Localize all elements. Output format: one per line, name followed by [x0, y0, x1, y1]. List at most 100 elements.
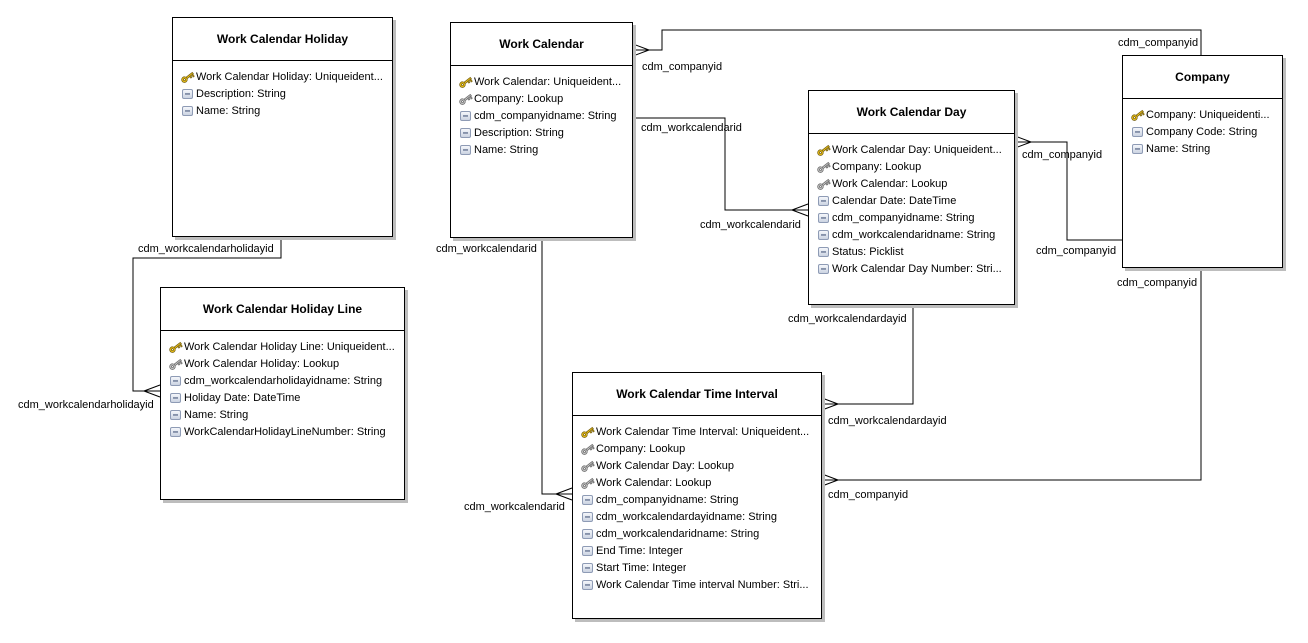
- entity-field[interactable]: Company: Lookup: [457, 90, 628, 107]
- entity-field[interactable]: cdm_companyidname: String: [579, 491, 817, 508]
- field-label: Name: String: [474, 143, 539, 156]
- entity-field[interactable]: WorkCalendarHolidayLineNumber: String: [167, 423, 400, 440]
- entity-field[interactable]: Work Calendar Day: Lookup: [579, 457, 817, 474]
- foreign-key-icon: [815, 160, 832, 174]
- relationship-label: cdm_companyid: [1117, 277, 1198, 289]
- entity-field[interactable]: Calendar Date: DateTime: [815, 192, 1010, 209]
- entity-field[interactable]: Work Calendar: Lookup: [815, 175, 1010, 192]
- entity-field[interactable]: Name: String: [179, 102, 388, 119]
- entity-title: Work Calendar Holiday: [173, 18, 392, 61]
- connector-time-interval-company: [822, 268, 1202, 481]
- field-label: cdm_workcalendardayidname: String: [596, 510, 777, 523]
- entity-field[interactable]: cdm_workcalendardayidname: String: [579, 508, 817, 525]
- entity-field[interactable]: Company: Lookup: [815, 158, 1010, 175]
- entity-title: Company: [1123, 56, 1282, 99]
- entity-field[interactable]: Holiday Date: DateTime: [167, 389, 400, 406]
- entity-field[interactable]: Work Calendar Day: Uniqueident...: [815, 141, 1010, 158]
- entity-field[interactable]: cdm_companyidname: String: [457, 107, 628, 124]
- entity-field-list: Work Calendar Day: Uniqueident...Company…: [809, 134, 1014, 277]
- foreign-key-icon: [167, 357, 184, 371]
- primary-key-icon: [579, 425, 596, 439]
- entity-work-calendar-holiday[interactable]: Work Calendar Holiday Work Calendar Holi…: [172, 17, 393, 237]
- relationship-label: cdm_workcalendarid: [700, 219, 801, 231]
- field-label: Holiday Date: DateTime: [184, 391, 301, 404]
- field-label: End Time: Integer: [596, 544, 683, 557]
- attribute-icon: [167, 426, 184, 437]
- entity-work-calendar[interactable]: Work Calendar Work Calendar: Uniqueident…: [450, 22, 633, 238]
- entity-field[interactable]: Work Calendar Day Number: Stri...: [815, 260, 1010, 277]
- field-label: Work Calendar Time interval Number: Stri…: [596, 578, 809, 591]
- crow-foot: [632, 43, 650, 57]
- entity-field[interactable]: Work Calendar: Lookup: [579, 474, 817, 491]
- entity-field[interactable]: Work Calendar: Uniqueident...: [457, 73, 628, 90]
- foreign-key-icon: [579, 442, 596, 456]
- attribute-icon: [457, 110, 474, 121]
- relationship-label: cdm_workcalendardayid: [788, 313, 907, 325]
- attribute-icon: [457, 144, 474, 155]
- attribute-icon: [1129, 143, 1146, 154]
- entity-field[interactable]: cdm_workcalendaridname: String: [579, 525, 817, 542]
- relationship-label: cdm_companyid: [1118, 37, 1199, 49]
- field-label: cdm_companyidname: String: [474, 109, 617, 122]
- field-label: Work Calendar: Lookup: [832, 177, 948, 190]
- attribute-icon: [167, 392, 184, 403]
- entity-work-calendar-day[interactable]: Work Calendar Day Work Calendar Day: Uni…: [808, 90, 1015, 305]
- attribute-icon: [579, 511, 596, 522]
- entity-field[interactable]: Status: Picklist: [815, 243, 1010, 260]
- entity-company[interactable]: Company Company: Uniqueidenti... Company …: [1122, 55, 1283, 268]
- primary-key-icon: [179, 70, 196, 84]
- attribute-icon: [457, 127, 474, 138]
- entity-field[interactable]: Company: Lookup: [579, 440, 817, 457]
- field-label: Work Calendar Day Number: Stri...: [832, 262, 1002, 275]
- entity-work-calendar-time-interval[interactable]: Work Calendar Time Interval Work Calenda…: [572, 372, 822, 619]
- foreign-key-icon: [815, 177, 832, 191]
- crow-foot: [555, 487, 573, 501]
- entity-field[interactable]: Work Calendar Holiday: Lookup: [167, 355, 400, 372]
- field-label: Company: Uniqueidenti...: [1146, 108, 1270, 121]
- entity-field[interactable]: Start Time: Integer: [579, 559, 817, 576]
- entity-field-list: Work Calendar: Uniqueident... Company: Lo…: [451, 66, 632, 158]
- entity-field[interactable]: Company Code: String: [1129, 123, 1278, 140]
- entity-field[interactable]: cdm_workcalendaridname: String: [815, 226, 1010, 243]
- relationship-label: cdm_workcalendarid: [641, 122, 742, 134]
- primary-key-icon: [815, 143, 832, 157]
- crow-foot: [143, 384, 161, 398]
- field-label: Name: String: [196, 104, 261, 117]
- entity-field[interactable]: Work Calendar Holiday Line: Uniqueident.…: [167, 338, 400, 355]
- entity-field[interactable]: Work Calendar Time Interval: Uniqueident…: [579, 423, 817, 440]
- entity-field-list: Work Calendar Time Interval: Uniqueident…: [573, 416, 821, 593]
- entity-field[interactable]: Description: String: [179, 85, 388, 102]
- relationship-label: cdm_companyid: [1022, 149, 1103, 161]
- entity-work-calendar-holiday-line[interactable]: Work Calendar Holiday Line Work Calendar…: [160, 287, 405, 500]
- relationship-label: cdm_companyid: [828, 489, 909, 501]
- attribute-icon: [579, 528, 596, 539]
- attribute-icon: [167, 409, 184, 420]
- field-label: Work Calendar: Uniqueident...: [474, 75, 622, 88]
- connector-work-calendar-day-work-calendar: [633, 117, 808, 211]
- entity-field[interactable]: cdm_companyidname: String: [815, 209, 1010, 226]
- entity-field[interactable]: Description: String: [457, 124, 628, 141]
- entity-field[interactable]: Work Calendar Time interval Number: Stri…: [579, 576, 817, 593]
- attribute-icon: [815, 195, 832, 206]
- field-label: Start Time: Integer: [596, 561, 687, 574]
- crow-foot: [1014, 135, 1032, 149]
- connector-work-calendar-company: [633, 29, 1202, 55]
- entity-field[interactable]: Name: String: [1129, 140, 1278, 157]
- field-label: Work Calendar Holiday: Uniqueident...: [196, 70, 383, 83]
- entity-title: Work Calendar Holiday Line: [161, 288, 404, 331]
- entity-field-list: Work Calendar Holiday Line: Uniqueident.…: [161, 331, 404, 440]
- attribute-icon: [1129, 126, 1146, 137]
- entity-field[interactable]: cdm_workcalendarholidayidname: String: [167, 372, 400, 389]
- entity-field[interactable]: Company: Uniqueidenti...: [1129, 106, 1278, 123]
- field-label: cdm_companyidname: String: [832, 211, 975, 224]
- entity-field[interactable]: Name: String: [167, 406, 400, 423]
- field-label: Company: Lookup: [474, 92, 564, 105]
- entity-field[interactable]: End Time: Integer: [579, 542, 817, 559]
- entity-field[interactable]: Name: String: [457, 141, 628, 158]
- field-label: Description: String: [474, 126, 564, 139]
- field-label: cdm_companyidname: String: [596, 493, 739, 506]
- relationship-label: cdm_workcalendardayid: [828, 415, 947, 427]
- entity-field[interactable]: Work Calendar Holiday: Uniqueident...: [179, 68, 388, 85]
- attribute-icon: [179, 88, 196, 99]
